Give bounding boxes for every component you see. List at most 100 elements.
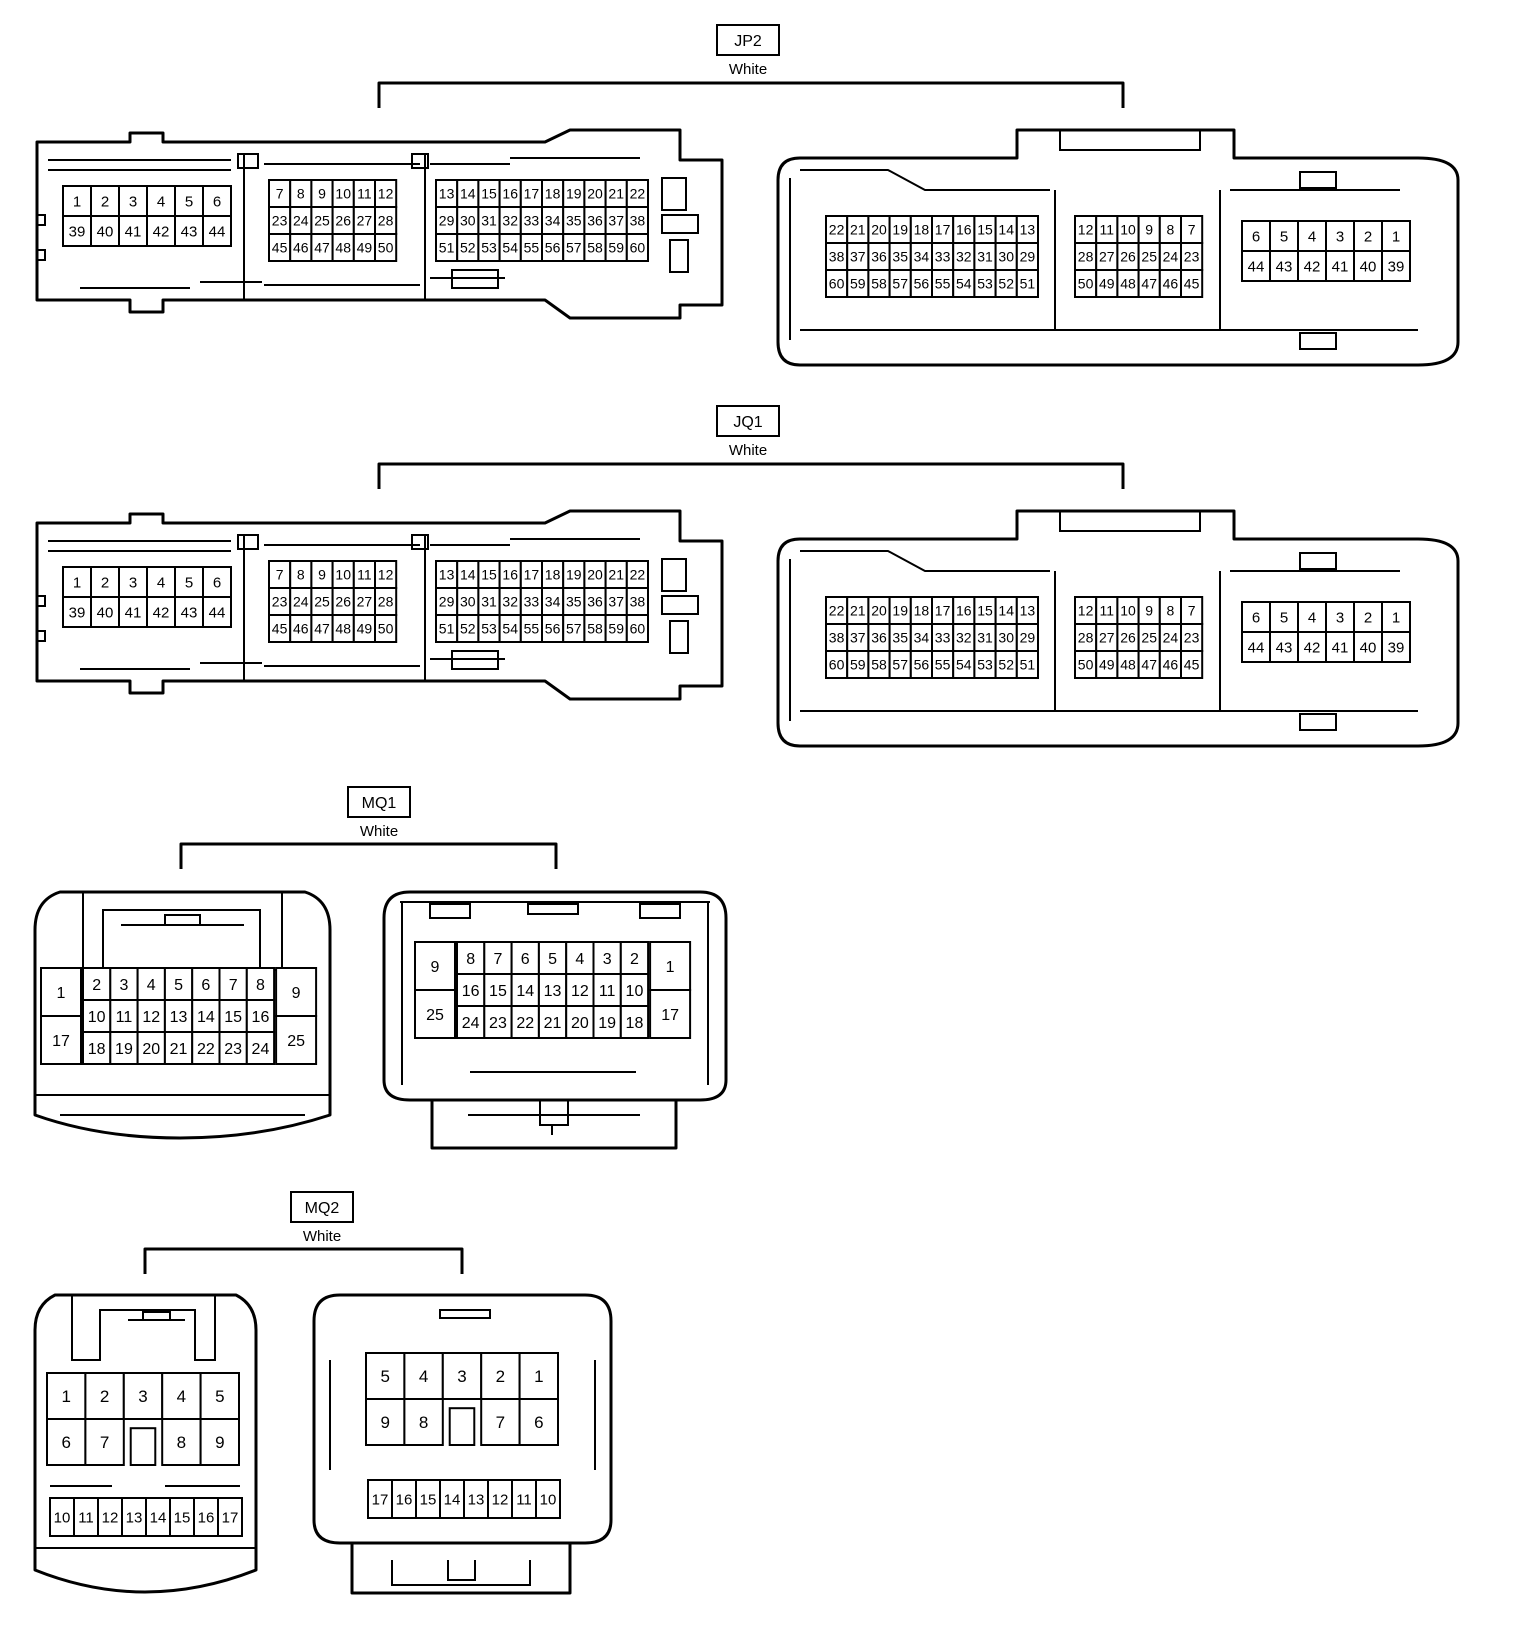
pin-number: 1 [1392,228,1400,245]
pin-number: 7 [496,1413,505,1432]
pin-number: 30 [460,213,476,229]
pin-number: 8 [1167,603,1175,619]
pin-number: 8 [177,1433,186,1452]
pin-number: 18 [545,567,561,583]
pin-cavity [191,999,221,1033]
connector-mq2-left-housing [33,1293,258,1594]
connector-jq1-left-lock-b [661,595,699,615]
pin-number: 49 [1099,657,1115,673]
pin-number: 5 [1280,609,1288,626]
connector-jq1-left-slot [451,650,499,670]
pin-cavity [414,941,456,991]
pin-number: 11 [516,1491,532,1508]
pin-number: 14 [998,222,1014,238]
pin-number: 23 [272,594,288,610]
pin-number: 15 [489,983,507,1000]
pin-cavity [73,1497,99,1537]
pin-cavity [1297,601,1327,633]
pin-number: 51 [439,240,455,256]
pin-number: 11 [1100,603,1115,619]
pin-number: 6 [521,951,530,968]
pin-number: 47 [314,240,330,256]
connector-jq1-right-lines [789,511,1418,721]
pin-number: 31 [977,630,993,646]
pin-number: 25 [314,213,330,229]
pin-number: 44 [209,604,226,621]
pin-number: 45 [1184,276,1200,292]
connector-jp2-left-housing [35,128,724,320]
pin-number: 18 [914,603,930,619]
pin-number: 27 [1099,249,1115,265]
pin-number: 26 [335,594,351,610]
pin-number: 6 [201,977,210,994]
pin-number: 52 [998,276,1014,292]
pin-cavity [463,1479,489,1519]
connector-jp2-left-dividers [37,154,426,300]
pin-number: 23 [272,213,288,229]
pin-cavity [161,1418,202,1466]
pin-number: 3 [603,951,612,968]
pin-number: 13 [544,983,562,1000]
pin-number: 10 [88,1009,106,1026]
pin-number: 5 [215,1387,224,1406]
pin-number: 54 [956,657,972,673]
pin-number: 3 [1336,609,1344,626]
pin-number: 9 [1145,603,1153,619]
pin-cavity [518,1352,559,1400]
pin-number: 20 [871,603,887,619]
pin-number: 48 [335,621,351,637]
connector-mq1-code-box [347,786,411,818]
pin-number: 52 [460,240,476,256]
pin-cavity [510,941,540,975]
pin-number: 33 [524,594,540,610]
pin-number: 12 [1078,222,1094,238]
pin-number: 10 [1120,222,1136,238]
pin-number: 36 [871,249,887,265]
pin-cavity [199,1418,241,1466]
pin-number: 8 [256,977,265,994]
connector-jq1-color: White [729,442,767,459]
pin-number: 59 [850,657,866,673]
pin-number: 32 [956,249,972,265]
pin-number: 10 [1120,603,1136,619]
pin-number: 28 [378,213,394,229]
pin-cavity [403,1352,444,1400]
pin-number: 55 [935,657,951,673]
pin-number: 47 [314,621,330,637]
pin-number: 20 [587,567,603,583]
pin-number: 44 [209,223,226,240]
pin-number: 10 [335,567,351,583]
pin-number: 24 [1163,249,1179,265]
pin-number: 9 [318,186,326,202]
pin-number: 29 [439,594,455,610]
connector-jq1-left-housing [35,509,724,701]
pin-number: 16 [956,222,972,238]
pin-number: 17 [661,1007,679,1024]
pin-cavity [1241,601,1271,633]
pin-cavity [217,1497,243,1537]
pin-number: 16 [198,1509,215,1526]
pin-number: 4 [419,1367,428,1386]
pin-cavity [40,1015,82,1065]
pin-number: 25 [1141,249,1157,265]
pin-number: 56 [914,657,930,673]
pin-cavity [84,1418,125,1466]
pin-cavity [122,1372,164,1420]
pin-number: 6 [213,193,221,210]
pin-number: 53 [977,657,993,673]
pin-number: 5 [174,977,183,994]
pin-number: 40 [97,604,114,621]
pin-number: 28 [1078,630,1094,646]
pin-number: 1 [73,574,81,591]
pin-number: 19 [892,222,908,238]
connector-jp2-right-lines [789,130,1418,340]
connector-jq1-right-key-a [1299,552,1337,570]
